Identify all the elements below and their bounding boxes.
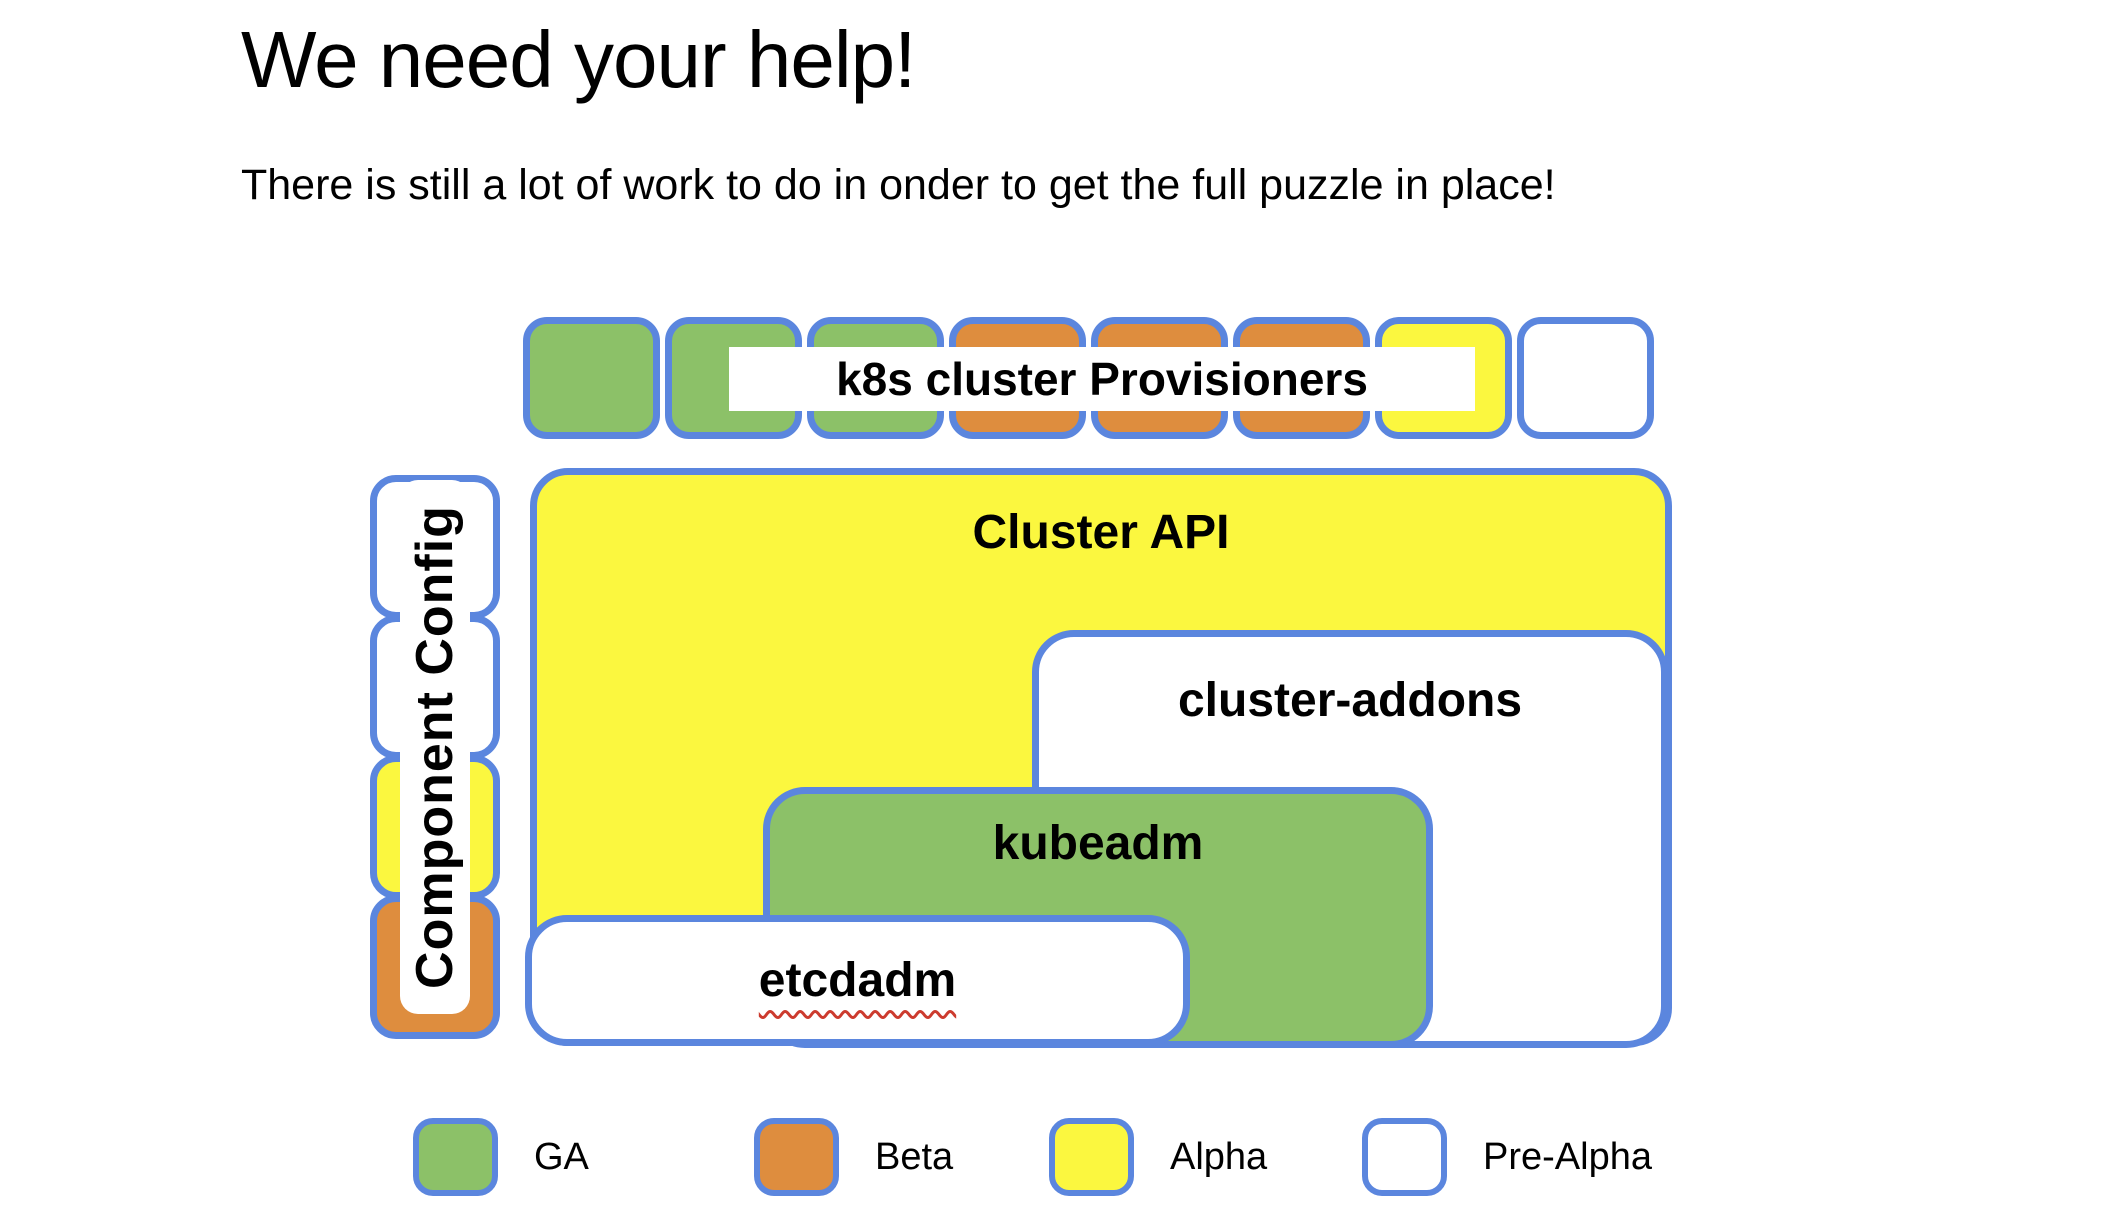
legend-label: Alpha <box>1170 1135 1268 1178</box>
legend-swatch-ga <box>413 1118 498 1196</box>
provisioners-label-band: k8s cluster Provisioners <box>729 347 1475 411</box>
legend-label: GA <box>534 1135 589 1178</box>
legend-item-beta: Beta <box>754 1118 953 1196</box>
legend-label: Beta <box>875 1135 954 1178</box>
legend-swatch-pre_alpha <box>1362 1118 1447 1196</box>
page-title: We need your help! <box>241 15 916 104</box>
cluster-api-label: Cluster API <box>972 506 1230 559</box>
component-config-label-band: Component Config <box>400 480 470 1014</box>
legend-item-ga: GA <box>413 1118 589 1196</box>
puzzle-piece-ga <box>523 317 660 439</box>
kubeadm-label: kubeadm <box>992 817 1204 870</box>
component-config-label: Component Config <box>406 505 464 989</box>
legend-label: Pre-Alpha <box>1483 1135 1652 1178</box>
legend-item-alpha: Alpha <box>1049 1118 1267 1196</box>
provisioners-label: k8s cluster Provisioners <box>836 353 1368 405</box>
legend-item-pre_alpha: Pre-Alpha <box>1362 1118 1652 1196</box>
etcdadm-box: etcdadm <box>525 915 1190 1046</box>
subtitle: There is still a lot of work to do in on… <box>241 161 1556 209</box>
puzzle-piece-pre_alpha <box>1517 317 1654 439</box>
etcdadm-label: etcdadm <box>758 954 957 1007</box>
legend-swatch-beta <box>754 1118 839 1196</box>
legend-swatch-alpha <box>1049 1118 1134 1196</box>
cluster-addons-label: cluster-addons <box>1177 674 1523 727</box>
